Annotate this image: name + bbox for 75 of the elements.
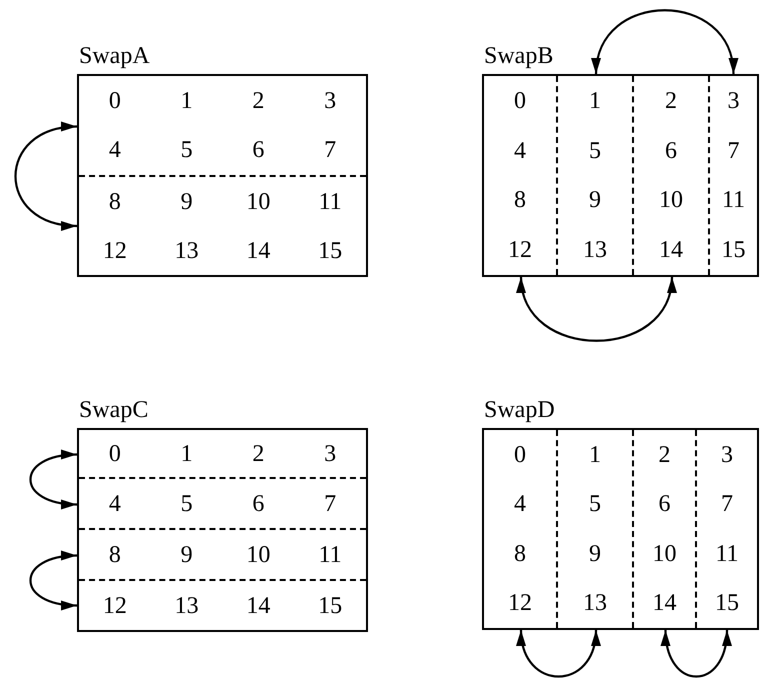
grid-title: SwapA [79,42,150,70]
number-label: 13 [583,237,607,264]
swap-arrow [14,123,78,230]
number-label: 7 [324,490,336,516]
number-label: 3 [324,88,336,114]
number-label: 0 [514,88,526,114]
number-label: 6 [252,137,264,164]
number-label: 5 [180,490,193,516]
number-label: 13 [583,590,607,616]
number-label: 8 [514,540,526,567]
number-label: 14 [246,592,270,618]
number-label: 9 [180,542,193,568]
number-label: 12 [102,592,127,618]
number-label: 11 [318,542,342,568]
number-label: 10 [652,540,676,567]
grid-title: SwapC [79,396,148,424]
number-label: 11 [722,187,746,214]
swap-arrow [518,276,675,342]
number-label: 1 [589,442,601,468]
number-label: 14 [659,237,683,264]
number-label: 2 [665,88,677,114]
number-label: 4 [108,137,121,164]
number-label: 9 [180,188,193,214]
number-label: 4 [108,490,121,516]
number-label: 5 [589,138,601,164]
number-label: 7 [721,491,733,518]
number-label: 9 [589,540,601,567]
number-label: 11 [318,188,342,214]
number-label: 12 [102,238,127,264]
number-label: 7 [324,137,336,164]
number-label: 15 [715,590,739,616]
swap-arrow [593,9,736,74]
number-label: 2 [252,88,264,114]
number-label: 6 [252,490,264,516]
number-label: 1 [180,440,193,466]
number-label: 13 [174,238,199,264]
number-label: 1 [180,88,193,114]
number-label: 3 [728,88,740,114]
number-label: 2 [252,440,264,466]
number-label: 4 [514,491,526,518]
number-label: 10 [659,187,683,214]
number-label: 15 [318,592,342,618]
grid-title: SwapB [484,42,554,70]
number-label: 0 [514,442,526,468]
number-label: 10 [246,188,270,214]
number-label: 15 [722,237,746,264]
number-label: 14 [652,590,676,616]
swap-arrow [30,552,78,610]
number-label: 8 [108,542,121,568]
number-label: 4 [514,138,526,164]
number-label: 14 [246,238,270,264]
swap-arrow [518,630,600,678]
grid-title: SwapD [484,396,555,424]
number-label: 9 [589,187,601,214]
number-label: 0 [108,88,121,114]
number-label: 0 [108,440,121,466]
number-label: 8 [108,188,121,214]
number-label: 11 [715,540,739,567]
number-label: 6 [658,491,670,518]
number-label: 7 [728,138,740,164]
number-label: 15 [318,238,342,264]
number-label: 2 [658,442,670,468]
number-label: 8 [514,187,526,214]
swap-arrow [662,630,731,678]
number-label: 10 [246,542,270,568]
swap-arrow [30,450,78,508]
number-label: 5 [180,137,193,164]
number-label: 12 [508,590,532,616]
number-label: 3 [324,440,336,466]
number-label: 3 [721,442,733,468]
number-label: 5 [589,491,601,518]
number-label: 1 [589,88,601,114]
number-label: 13 [174,592,199,618]
number-label: 6 [665,138,677,164]
number-label: 12 [508,237,532,264]
